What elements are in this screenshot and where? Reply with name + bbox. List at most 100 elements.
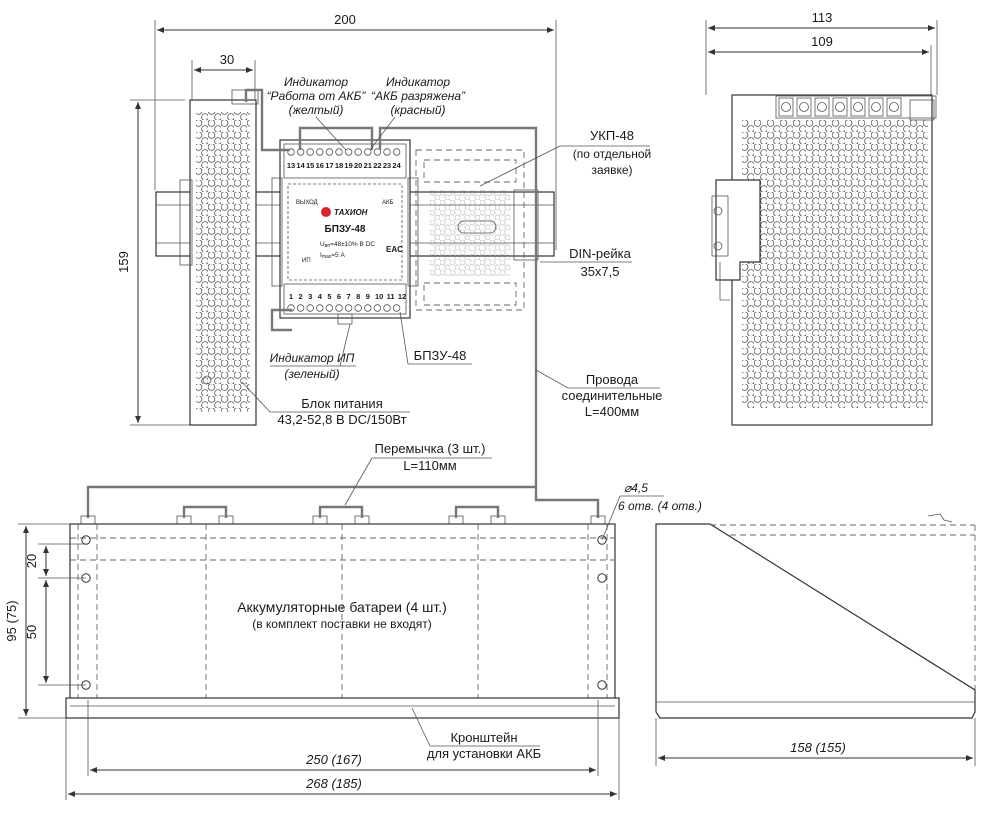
terminal-number: 16 <box>316 161 324 170</box>
terminal-screw-icon <box>344 304 353 312</box>
terminal-number: 5 <box>327 292 331 301</box>
mount-hole-icon <box>597 573 607 583</box>
terminal-screw-icon <box>287 148 295 156</box>
callout-indicator-ip: Индикатор ИП (зеленый) <box>270 323 356 381</box>
svg-text:Индикатор: Индикатор <box>386 75 450 89</box>
callout-din-rail: DIN-рейка 35x7,5 <box>540 246 632 279</box>
terminal-screw-icon <box>354 304 362 312</box>
terminal-screw-icon <box>306 148 314 156</box>
terminal-number: 20 <box>354 161 362 170</box>
terminal-number: 17 <box>325 161 333 170</box>
svg-text:(желтый): (желтый) <box>289 103 344 117</box>
batteries-sublabel: (в комплект поставки не входят) <box>252 617 432 631</box>
svg-text:“Работа от АКБ”: “Работа от АКБ” <box>267 89 367 103</box>
callout-indicator-low: Индикатор “АКБ разряжена” (красный) <box>369 75 466 151</box>
ip-label: ИП <box>302 258 311 264</box>
callout-ukp: УКП-48 (по отдельной заявке) <box>479 128 652 187</box>
terminal-screw-icon <box>335 148 343 156</box>
svg-text:43,2-52,8 В DC/150Вт: 43,2-52,8 В DC/150Вт <box>277 412 406 427</box>
svg-text:95 (75): 95 (75) <box>4 600 19 641</box>
callout-indicator-akb: Индикатор “Работа от АКБ” (желтый) <box>267 75 367 151</box>
terminal-screw-icon <box>373 148 382 156</box>
bracket-front-view: Аккумуляторные батареи (4 шт.) (в компле… <box>4 441 702 800</box>
dimension-268: 268 (185) <box>65 718 620 800</box>
brand-logo-icon <box>321 207 331 217</box>
terminal-screw-icon <box>383 148 391 156</box>
svg-text:268 (185): 268 (185) <box>305 776 362 791</box>
dimension-159: 159 <box>116 99 190 426</box>
terminal-number: 7 <box>347 292 351 301</box>
connecting-wires-front <box>244 88 538 486</box>
svg-text:L=110мм: L=110мм <box>403 458 456 473</box>
terminal-number: 4 <box>318 292 323 301</box>
terminal-number: 10 <box>375 292 383 301</box>
dimension-158: 158 (155) <box>655 718 976 766</box>
akb-label: АКБ <box>382 200 393 206</box>
terminal-screw-icon <box>392 304 401 312</box>
terminal-screw-icon <box>335 304 343 312</box>
svg-text:35x7,5: 35x7,5 <box>580 264 619 279</box>
svg-text:Перемычка (3 шт.): Перемычка (3 шт.) <box>375 441 486 456</box>
svg-text:113: 113 <box>812 10 833 25</box>
dimension-250: 250 (167) <box>87 700 599 776</box>
jumper-wire <box>318 505 364 518</box>
svg-text:Кронштейн: Кронштейн <box>450 730 517 745</box>
dimension-30: 30 <box>191 52 256 105</box>
terminal-number: 12 <box>398 292 406 301</box>
svg-text:6 отв. (4 отв.): 6 отв. (4 отв.) <box>618 499 702 513</box>
terminal-screw-icon <box>306 304 314 312</box>
callout-bracket: Кронштейн для установки АКБ <box>411 707 541 761</box>
terminal-screw-icon <box>799 102 809 112</box>
svg-text:УКП-48: УКП-48 <box>590 128 634 143</box>
terminal-screw-icon <box>316 304 324 312</box>
module-model: БПЗУ-48 <box>325 224 366 235</box>
svg-text:(по отдельной: (по отдельной <box>573 147 652 161</box>
svg-text:Индикатор: Индикатор <box>284 75 348 89</box>
terminal-number: 18 <box>335 161 343 170</box>
svg-text:250 (167): 250 (167) <box>305 752 362 767</box>
terminal-number: 2 <box>299 292 303 301</box>
dim-psu-width: 30 <box>220 52 234 67</box>
terminal-number: 15 <box>306 161 314 170</box>
dimension-200: 200 <box>154 12 557 250</box>
terminal-screw-icon <box>316 148 324 156</box>
terminal-number: 6 <box>337 292 341 301</box>
callout-wires: Провода соединительные L=400мм <box>535 369 663 419</box>
svg-text:158 (155): 158 (155) <box>790 740 846 755</box>
terminal-screw-icon <box>835 102 845 112</box>
terminal-screw-icon <box>354 148 362 156</box>
terminal-screw-icon <box>853 102 863 112</box>
terminal-number: 8 <box>356 292 360 301</box>
terminal-number: 19 <box>344 161 352 170</box>
svg-text:L=400мм: L=400мм <box>585 404 639 419</box>
front-view: 200 30 159 <box>116 12 662 486</box>
svg-text:заявке): заявке) <box>591 163 632 177</box>
callout-holes: ⌀4,5 6 отв. (4 отв.) <box>601 481 702 541</box>
terminal-screw-icon <box>287 304 295 312</box>
brand-name: ТАХИОН <box>334 208 368 217</box>
terminal-screw-icon <box>325 304 334 312</box>
svg-text:Индикатор ИП: Индикатор ИП <box>270 351 355 365</box>
bracket-side-view: 158 (155) <box>655 513 976 766</box>
terminal-number: 1 <box>289 292 293 301</box>
svg-text:соединительные: соединительные <box>562 388 663 403</box>
terminal-screw-icon <box>817 102 827 112</box>
terminal-screw-icon <box>364 304 372 312</box>
terminal-number: 3 <box>308 292 312 301</box>
svg-text:⌀4,5: ⌀4,5 <box>624 481 648 495</box>
callout-power-supply: Блок питания 43,2-52,8 В DC/150Вт <box>241 381 410 427</box>
terminal-screw-icon <box>364 148 372 156</box>
eac-mark: EAC <box>386 245 403 254</box>
terminal-screw-icon <box>296 304 305 312</box>
terminal-screw-icon <box>781 102 791 112</box>
terminal-screw-icon <box>871 102 881 112</box>
terminal-number: 22 <box>373 161 381 170</box>
mount-hole-icon <box>597 680 607 690</box>
svg-text:DIN-рейка: DIN-рейка <box>569 246 631 261</box>
svg-text:“АКБ разряжена”: “АКБ разряжена” <box>371 89 466 103</box>
batteries-label: Аккумуляторные батареи (4 шт.) <box>237 599 447 615</box>
spec-current: Imax=5 А <box>320 252 345 260</box>
terminal-screw-icon <box>344 148 353 156</box>
